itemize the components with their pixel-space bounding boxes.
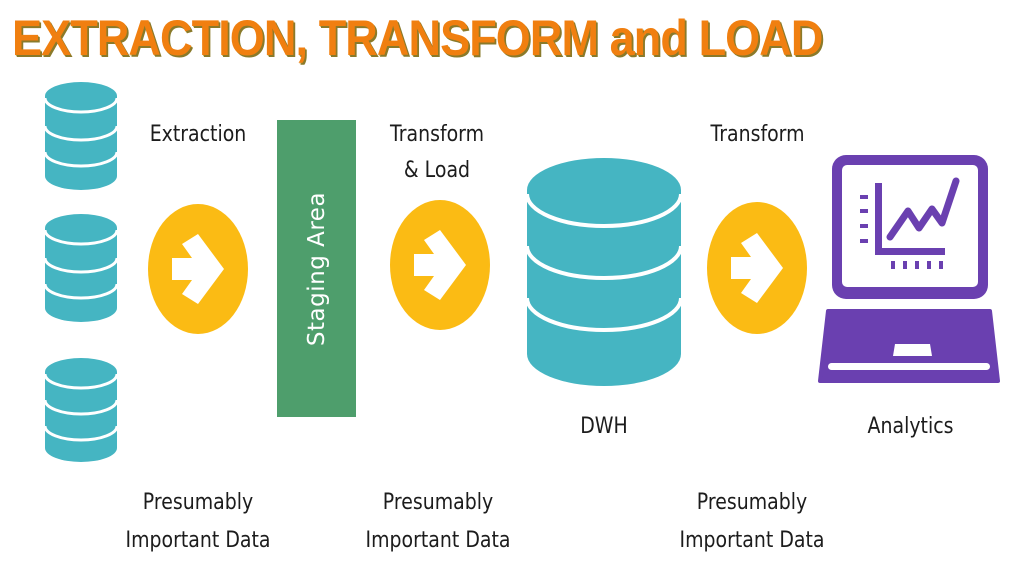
caption-3-line1: Presumably	[696, 490, 808, 515]
staging-area: Staging Area	[277, 120, 356, 417]
caption-2-line1: Presumably	[382, 490, 494, 515]
caption-2-line2: Important Data	[365, 528, 511, 553]
extraction-label: Extraction	[149, 122, 247, 147]
caption-3-line2: Important Data	[679, 528, 825, 553]
arrow-right-circle-icon	[707, 202, 807, 334]
transform-label: Transform	[710, 122, 805, 147]
transform-load-label-line1: Transform	[389, 122, 485, 147]
dwh-label: DWH	[580, 414, 628, 439]
transform-load-label-line2: & Load	[403, 158, 471, 183]
staging-area-label: Staging Area	[303, 191, 330, 346]
arrow-right-circle-icon	[148, 204, 248, 334]
source-database-icon-3	[45, 358, 117, 462]
arrow-right-circle-icon	[390, 200, 490, 330]
source-database-icon-1	[45, 82, 117, 190]
caption-1-line1: Presumably	[142, 490, 254, 515]
caption-1-line2: Important Data	[125, 528, 271, 553]
source-database-icon-2	[45, 214, 117, 322]
dwh-database-icon	[527, 158, 681, 386]
laptop-chart-icon	[818, 153, 1000, 385]
analytics-label: Analytics	[867, 414, 954, 439]
page-title: EXTRACTION, TRANSFORM and LOAD	[12, 10, 823, 66]
